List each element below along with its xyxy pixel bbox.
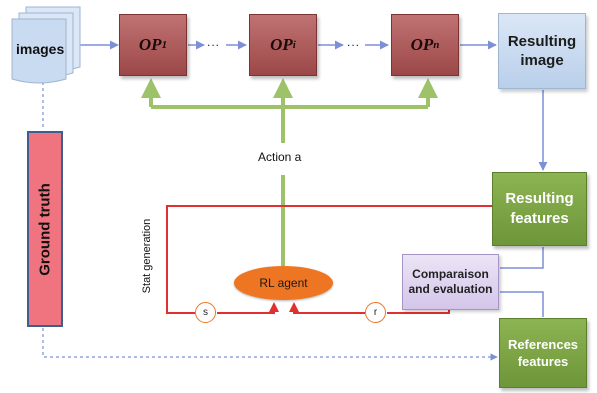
resulting-image-box: Resulting image [498, 13, 586, 89]
images-label: images [16, 41, 65, 57]
op-n-base: OP [410, 35, 434, 54]
op-1-base: OP [138, 35, 162, 54]
resulting-features-box: Resulting features [492, 172, 587, 246]
flow-references-to-compare [500, 291, 544, 317]
doc-front [11, 18, 67, 84]
references-features-box: References features [499, 318, 587, 388]
flow-features-to-compare [500, 247, 544, 269]
images-stack [11, 6, 81, 84]
reward-circle: r [365, 302, 386, 323]
op-i-sub: i [292, 39, 296, 51]
dash-ground-to-references [42, 328, 498, 361]
reward-to-agent [289, 302, 365, 314]
state-generation-label: Stat generation [141, 218, 153, 294]
ellipsis-1: ... [207, 35, 221, 49]
ellipsis-2: ... [347, 35, 361, 49]
op-i-base: OP [270, 35, 293, 54]
rl-agent-node: RL agent [234, 266, 333, 300]
comparaison-box: Comparaison and evaluation [402, 254, 499, 310]
ground-truth-box: Ground truth [27, 131, 63, 327]
action-label: Action a [258, 150, 302, 164]
op-n-sub: n [433, 39, 440, 51]
ground-truth-label: Ground truth [36, 182, 54, 276]
op-1-sub: 1 [161, 39, 168, 51]
state-to-agent [217, 302, 279, 314]
state-feedback-line [166, 205, 492, 314]
state-circle: s [195, 302, 216, 323]
